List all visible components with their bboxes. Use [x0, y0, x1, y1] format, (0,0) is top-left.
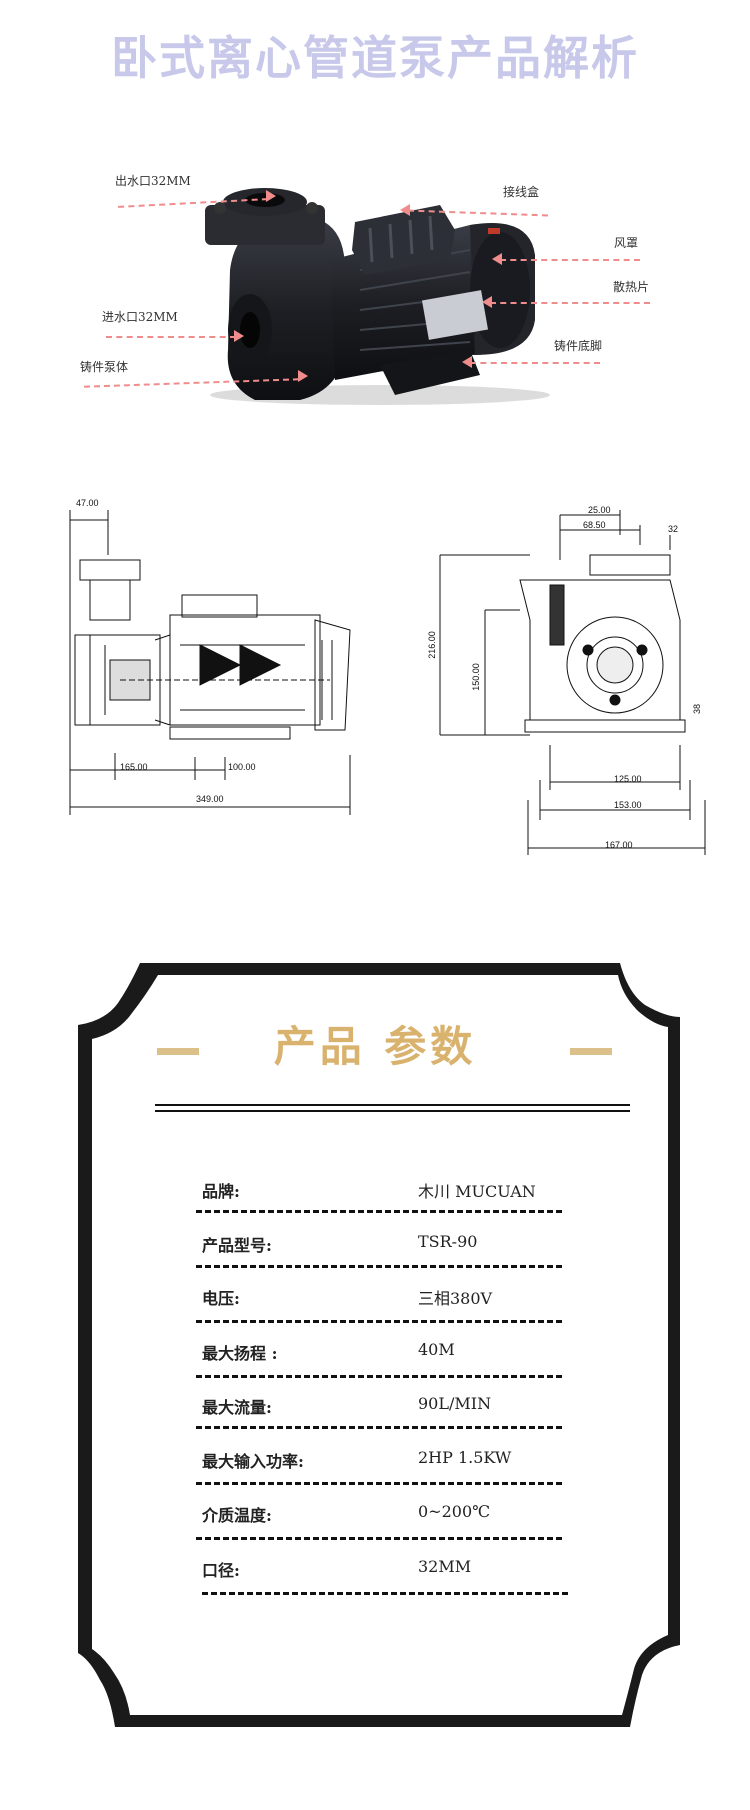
dim-front-150: 150.00 [470, 663, 481, 691]
param-value-medium-temp: 0~200℃ [418, 1502, 491, 1521]
pump-photo [205, 188, 550, 405]
params-title: 产品 参数 [273, 1022, 477, 1071]
param-label-voltage: 电压: [202, 1289, 240, 1308]
gold-bar-left [157, 1048, 199, 1055]
param-divider [196, 1265, 562, 1268]
arrow-base [470, 362, 600, 364]
param-divider [196, 1537, 562, 1540]
params-divider-bottom [155, 1110, 630, 1112]
param-label-max-power: 最大输入功率: [202, 1452, 304, 1471]
callout-inlet: 进水口32MM [102, 310, 178, 324]
front-view-drawing [439, 510, 706, 855]
param-value-max-power: 2HP 1.5KW [418, 1448, 512, 1467]
dim-side-349: 349.00 [196, 794, 224, 804]
callout-pump-body: 铸件泵体 [80, 360, 129, 374]
param-label-brand: 品牌: [202, 1182, 240, 1201]
arrowhead-base [462, 356, 472, 368]
callout-fan-cover: 风罩 [614, 236, 639, 250]
gold-bar-right [570, 1048, 612, 1055]
param-value-max-flow: 90L/MIN [418, 1394, 492, 1413]
side-view-drawing [69, 510, 351, 815]
dim-side-100: 100.00 [228, 762, 256, 772]
param-label-max-head: 最大扬程 : [202, 1344, 278, 1363]
param-value-caliber: 32MM [418, 1557, 472, 1576]
arrow-fan-cover [500, 259, 640, 261]
arrowhead-junction-box [400, 204, 410, 216]
dim-front-216: 216.00 [426, 631, 437, 659]
param-divider [196, 1426, 562, 1429]
dim-front-153: 153.00 [614, 800, 642, 810]
dim-front-32: 32 [668, 524, 679, 534]
param-value-model: TSR-90 [418, 1232, 478, 1251]
param-value-max-head: 40M [418, 1340, 455, 1359]
arrowhead-pump-body [298, 370, 308, 382]
param-divider [196, 1482, 562, 1485]
param-divider [196, 1375, 562, 1378]
dim-front-125: 125.00 [614, 774, 642, 784]
arrowhead-inlet [234, 330, 244, 342]
param-value-voltage: 三相380V [418, 1289, 493, 1308]
callout-heat-sink: 散热片 [613, 280, 650, 294]
dim-front-167: 167.00 [605, 840, 633, 850]
arrow-inlet [106, 336, 236, 338]
dim-side-165: 165.00 [120, 762, 148, 772]
page-title: 卧式离心管道泵产品解析 [111, 31, 639, 85]
arrowhead-fan-cover [492, 253, 502, 265]
dim-side-47: 47.00 [76, 498, 99, 508]
callout-outlet: 出水口32MM [115, 174, 191, 188]
params-divider-top [155, 1104, 630, 1106]
callout-junction-box: 接线盒 [503, 185, 540, 199]
param-divider [196, 1210, 562, 1213]
param-label-medium-temp: 介质温度: [202, 1506, 272, 1525]
dim-front-25: 25.00 [588, 505, 611, 515]
param-label-max-flow: 最大流量: [202, 1398, 272, 1417]
param-divider [196, 1320, 562, 1323]
param-value-brand: 木川 MUCUAN [418, 1182, 536, 1201]
arrowhead-heat-sink [482, 296, 492, 308]
arrow-heat-sink [490, 302, 650, 304]
arrowhead-outlet [266, 190, 276, 202]
callout-base: 铸件底脚 [554, 339, 603, 353]
param-divider [202, 1592, 568, 1595]
params-card-frame [78, 963, 680, 1727]
param-label-caliber: 口径: [202, 1561, 240, 1580]
dim-front-68-5: 68.50 [583, 520, 606, 530]
dim-front-38: 38 [692, 703, 703, 715]
param-label-model: 产品型号: [202, 1236, 272, 1255]
